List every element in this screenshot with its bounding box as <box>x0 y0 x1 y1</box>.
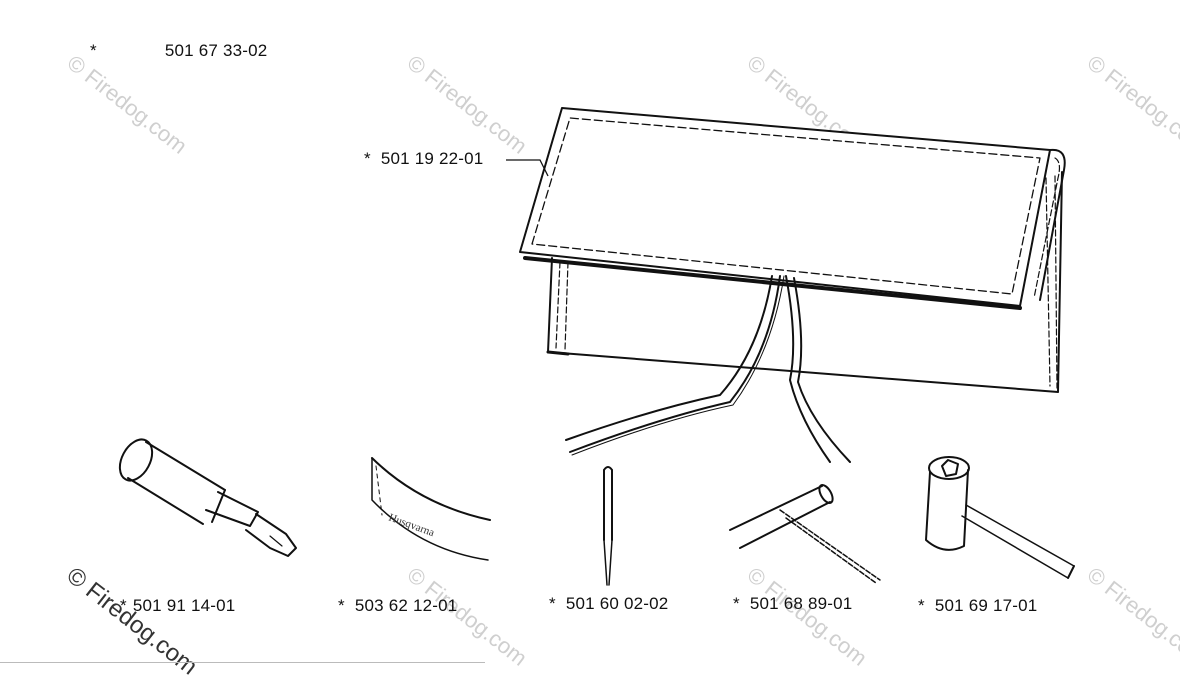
screwdriver-drawing <box>603 466 613 586</box>
part-label-t-wrench: *501 68 89-01 <box>733 594 853 613</box>
part-number: 501 67 33-02 <box>164 41 268 60</box>
t-wrench-drawing <box>729 483 881 584</box>
svg-text:Husqvarna: Husqvarna <box>387 512 436 540</box>
part-label-combi-wrench: *501 69 17-01 <box>918 596 1038 615</box>
part-label-manual: *503 62 12-01 <box>338 596 458 615</box>
part-number: 501 60 02-02 <box>565 594 669 613</box>
manual-drawing: Husqvarna <box>371 457 491 561</box>
divider <box>0 662 485 663</box>
tool-pouch-drawing <box>519 107 1066 463</box>
grease-gun-drawing <box>118 438 297 557</box>
leader-line <box>506 159 549 177</box>
part-label-kit: *501 67 33-02 <box>90 41 268 60</box>
part-label-pouch: *501 19 22-01 <box>364 149 484 168</box>
part-number: 501 69 17-01 <box>934 596 1038 615</box>
part-number: 503 62 12-01 <box>354 596 458 615</box>
parts-illustration: Husqvarna <box>118 107 1075 586</box>
part-number: 501 68 89-01 <box>749 594 853 613</box>
part-number: 501 19 22-01 <box>380 149 484 168</box>
combi-wrench-drawing <box>925 456 1075 579</box>
part-label-screwdriver: *501 60 02-02 <box>549 594 669 613</box>
part-label-grease-gun: *501 91 14-01 <box>120 596 236 615</box>
part-number: 501 91 14-01 <box>132 596 236 615</box>
